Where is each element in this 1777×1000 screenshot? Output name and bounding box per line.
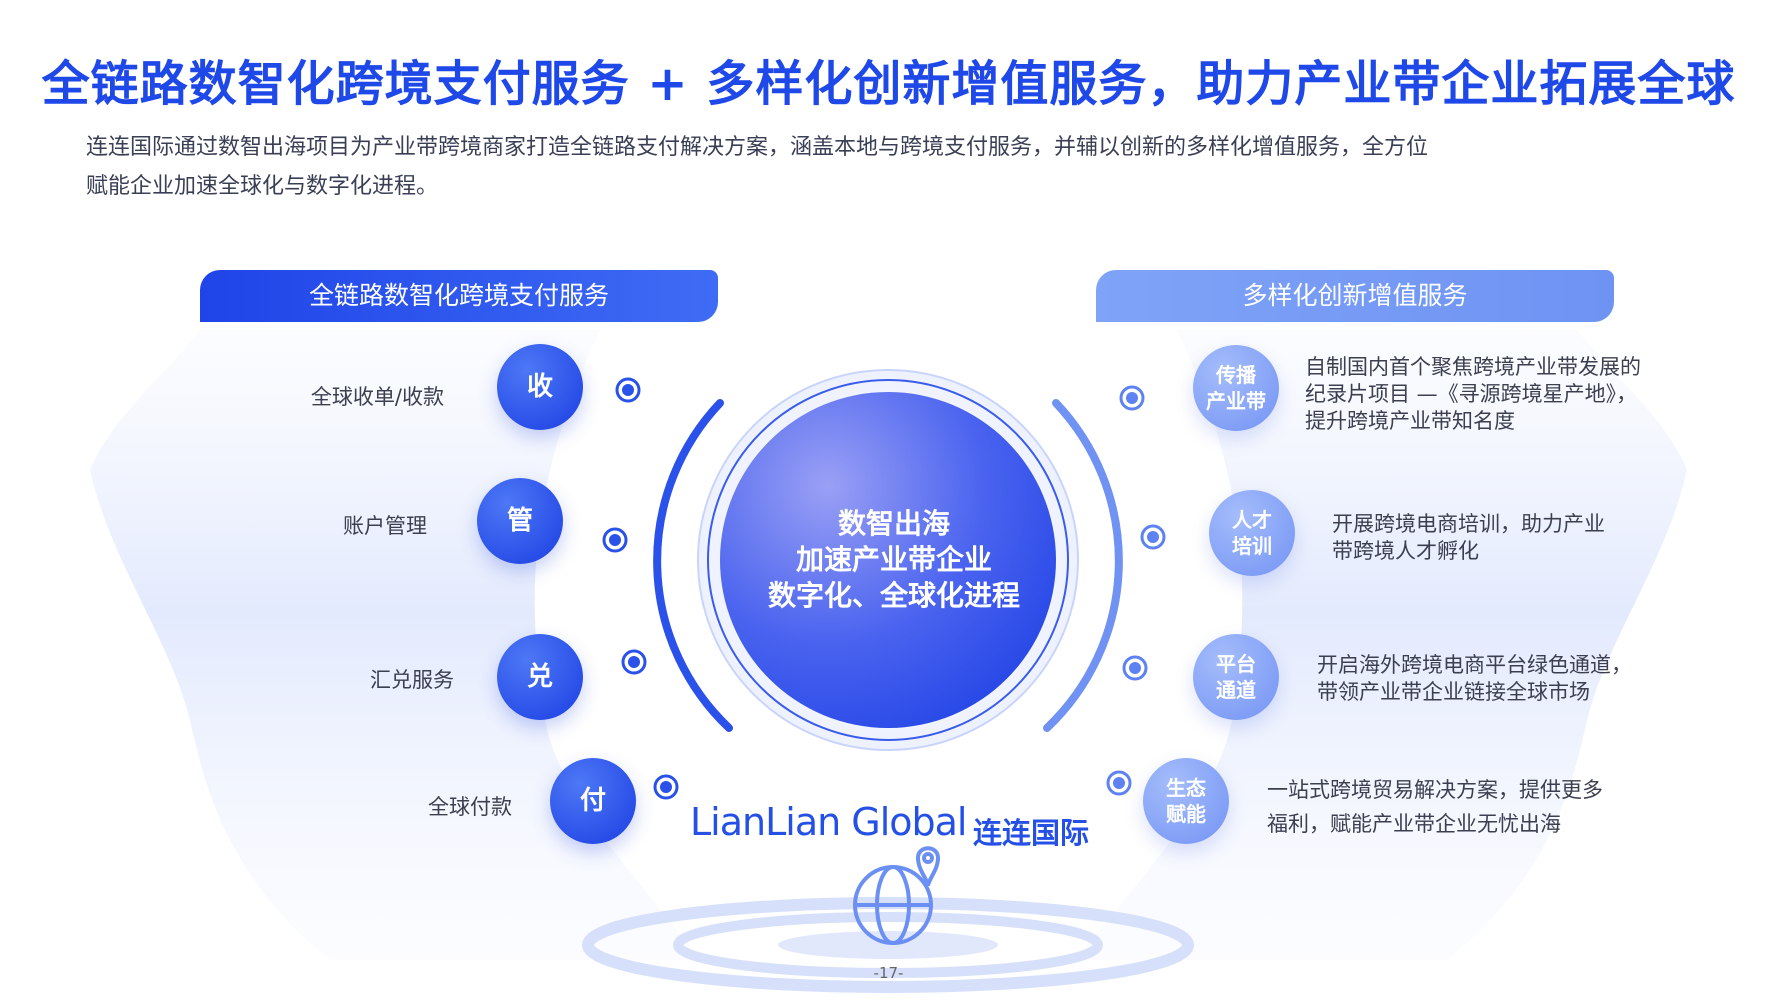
value-service-circle-line2: 通道: [1216, 678, 1256, 702]
value-service-circle-line2: 产业带: [1206, 389, 1266, 413]
payment-item-circle: 收: [497, 344, 583, 430]
right-soft-shape: [1077, 330, 1687, 960]
value-service-circle: 生态 赋能: [1143, 758, 1229, 844]
center-line-2: 加速产业带企业: [795, 543, 992, 576]
intro-line-1: 连连国际通过数智出海项目为产业带跨境商家打造全链路支付解决方案，涵盖本地与跨境支…: [86, 135, 1429, 160]
value-service-description: 开启海外跨境电商平台绿色通道， 带领产业带企业链接全球市场: [1317, 652, 1632, 706]
value-service-description-line: 开启海外跨境电商平台绿色通道，: [1317, 653, 1632, 677]
value-service-description-line: 带跨境人才孵化: [1332, 539, 1479, 563]
value-service-description-line: 一站式跨境贸易解决方案，提供更多: [1267, 778, 1603, 802]
left-soft-shape: [90, 330, 700, 960]
value-service-circle-line1: 平台: [1216, 652, 1256, 676]
value-service-description: 自制国内首个聚焦跨境产业带发展的 纪录片项目 —《寻源跨境星产地》， 提升跨境产…: [1305, 354, 1641, 435]
intro-paragraph: 连连国际通过数智出海项目为产业带跨境商家打造全链路支付解决方案，涵盖本地与跨境支…: [86, 128, 1706, 206]
payment-item-circle: 管: [477, 478, 563, 564]
page-number: -17-: [873, 964, 904, 982]
globe-pin-icon: [853, 846, 941, 945]
value-service-circle: 人才 培训: [1209, 490, 1295, 576]
value-service-description-line: 提升跨境产业带知名度: [1305, 409, 1515, 433]
left-arc: [653, 399, 733, 732]
value-service-description-line: 自制国内首个聚焦跨境产业带发展的: [1305, 355, 1641, 379]
value-service-description-line: 纪录片项目 —《寻源跨境星产地》，: [1305, 382, 1638, 406]
value-service-circle-line1: 传播: [1216, 363, 1256, 387]
value-service-description-line: 带领产业带企业链接全球市场: [1317, 680, 1590, 704]
value-service-circle-line1: 生态: [1166, 776, 1206, 800]
brand-logo-english: LianLian Global: [690, 800, 967, 844]
value-service-circle: 传播 产业带: [1193, 345, 1279, 431]
right-dots: [1106, 385, 1166, 796]
center-line-1: 数智出海: [837, 507, 950, 540]
payment-item-circle: 付: [550, 758, 636, 844]
value-service-circle: 平台 通道: [1193, 634, 1279, 720]
center-line-3: 数字化、全球化进程: [767, 579, 1020, 612]
value-service-description: 一站式跨境贸易解决方案，提供更多 福利，赋能产业带企业无忧出海: [1267, 773, 1603, 841]
value-service-description-line: 开展跨境电商培训，助力产业: [1332, 512, 1605, 536]
payment-item-circle: 兑: [497, 634, 583, 720]
value-service-circle-line1: 人才: [1232, 508, 1272, 532]
ripple-inner: [778, 931, 998, 959]
value-service-description: 开展跨境电商培训，助力产业 带跨境人才孵化: [1332, 511, 1605, 565]
value-service-circle-line2: 赋能: [1166, 802, 1206, 826]
core-circle: [720, 392, 1056, 728]
payment-item-label: 汇兑服务: [370, 668, 454, 692]
right-arc: [1043, 399, 1123, 732]
intro-line-2: 赋能企业加速全球化与数字化进程。: [86, 174, 439, 199]
core-mid-ring: [707, 379, 1069, 741]
payment-item-label: 全球收单/收款: [310, 385, 444, 409]
left-panel-title: 全链路数智化跨境支付服务: [200, 270, 718, 322]
value-service-description-line: 福利，赋能产业带企业无忧出海: [1267, 812, 1561, 836]
center-core-text: 数智出海 加速产业带企业 数字化、全球化进程: [744, 506, 1044, 614]
ripple-mid: [673, 912, 1103, 978]
payment-item-label: 账户管理: [343, 514, 427, 538]
right-panel-title: 多样化创新增值服务: [1096, 270, 1614, 322]
page-title: 全链路数智化跨境支付服务 + 多样化创新增值服务，助力产业带企业拓展全球: [41, 56, 1736, 112]
value-service-circle-line2: 培训: [1232, 534, 1272, 558]
brand-logo-chinese: 连连国际: [973, 816, 1090, 850]
payment-item-label: 全球付款: [428, 795, 512, 819]
left-dots: [602, 377, 679, 800]
